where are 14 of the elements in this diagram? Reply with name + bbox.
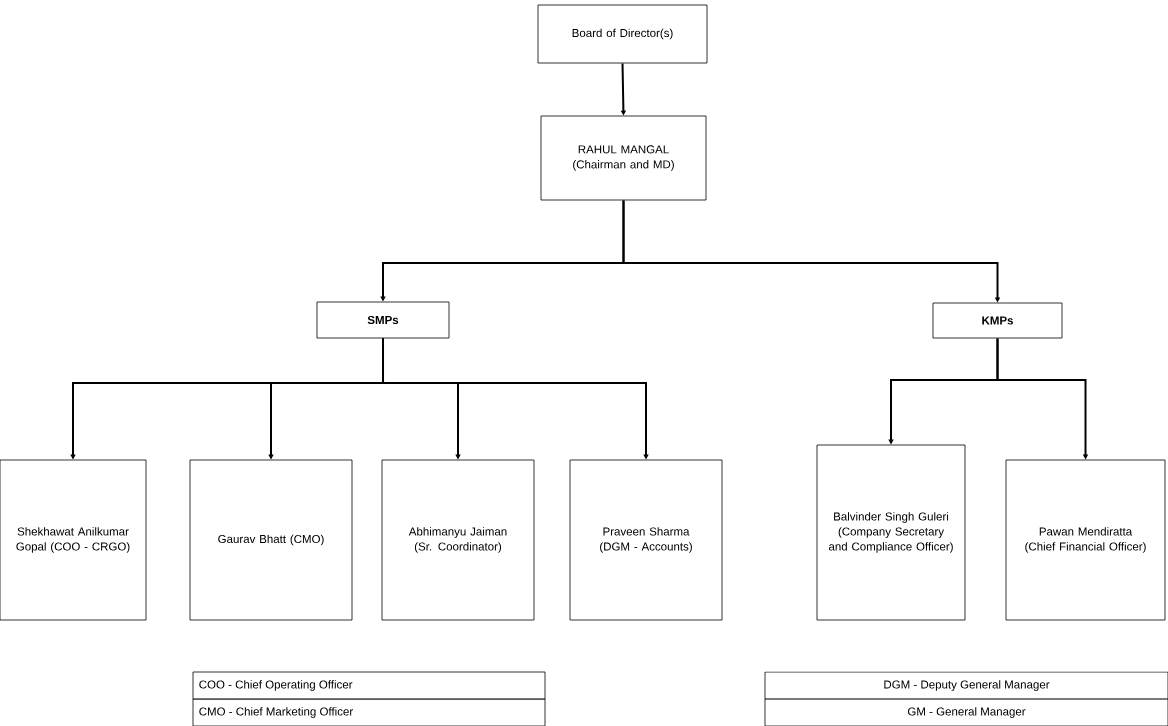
role-box: RAHUL MANGAL (Chairman and MD) [540,115,707,201]
role-box: Shekhawat Anilkumar Gopal (COO - CRGO) [0,459,147,621]
role-box: Gaurav Bhatt (CMO) [189,459,353,621]
table-cell: COO - Chief Operating Officer [192,671,546,700]
table-cell: CMO - Chief Marketing Officer [192,698,546,726]
role-box: Board of Director(s) [537,4,708,64]
role-box: Balvinder Singh Guleri (Company Secretary and Compliance Officer) [816,444,966,621]
title-box: SMPs [316,301,450,339]
table-cell: DGM - Deputy General Manager [764,671,1168,700]
role-box: Praveen Sharma (DGM - Accounts) [569,459,723,621]
table-cell: GM - General Manager [764,698,1168,726]
title-box: KMPs [932,302,1063,339]
role-box: Pawan Mendiratta (Chief Financial Officer) [1005,459,1166,621]
role-box: Abhimanyu Jaiman (Sr. Coordinator) [381,459,535,621]
